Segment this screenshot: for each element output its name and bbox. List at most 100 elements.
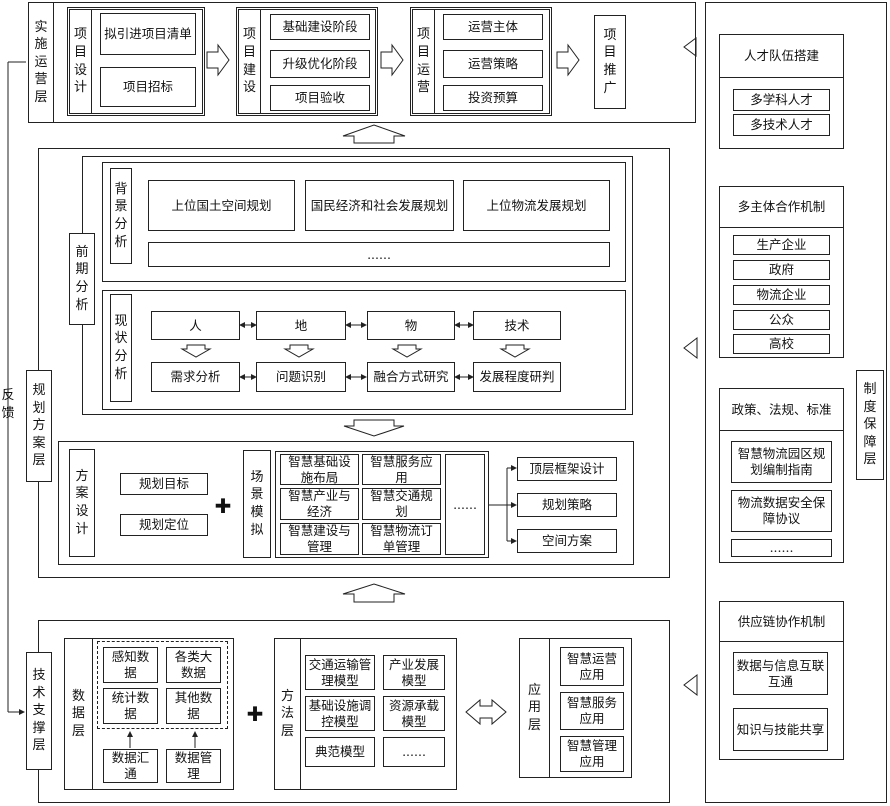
output-spatial: 空间方案 xyxy=(517,529,617,553)
scenario-cell-2: 智慧服务应用 xyxy=(362,454,441,485)
status-down-arrows xyxy=(180,344,531,358)
method-cell-5: 典范模型 xyxy=(305,737,375,767)
application-layer-label: 应用层 xyxy=(520,639,550,777)
project-operate-item-2: 运营策略 xyxy=(443,50,543,78)
status-bottom-1: 需求分析 xyxy=(151,362,240,392)
scheme-design-frame xyxy=(58,441,634,565)
data-statistics: 统计数据 xyxy=(103,688,158,724)
project-operate-group xyxy=(410,7,552,116)
project-design-label: 项目设计 xyxy=(70,10,92,113)
data-up-arrows xyxy=(127,731,198,748)
data-perception: 感知数据 xyxy=(103,647,158,683)
application-management: 智慧管理应用 xyxy=(560,736,624,772)
supply-item-2: 知识与技能共享 xyxy=(733,708,828,751)
scenario-cell-4: 智慧交通规划 xyxy=(362,488,441,520)
project-operate-item-1: 运营主体 xyxy=(443,14,543,40)
project-build-label: 项目建设 xyxy=(239,10,261,113)
project-operate-label: 项目运营 xyxy=(413,10,435,113)
coop-title: 多主体合作机制 xyxy=(720,187,843,228)
status-top-goods: 物 xyxy=(367,311,455,340)
planning-layer-label: 规划方案层 xyxy=(26,370,52,482)
application-service: 智慧服务应用 xyxy=(560,692,624,730)
guarantee-layer-frame xyxy=(705,2,887,803)
guarantee-layer-label: 制度保障层 xyxy=(856,370,884,480)
scenario-cell-6: 智慧物流订单管理 xyxy=(362,523,441,555)
data-layer-label: 数据层 xyxy=(65,639,93,789)
status-top-people: 人 xyxy=(151,311,240,340)
application-operation: 智慧运营应用 xyxy=(560,647,624,686)
data-big-data: 各类大数据 xyxy=(166,647,221,683)
feedback-connector xyxy=(7,61,26,715)
supply-title: 供应链协作机制 xyxy=(720,602,843,642)
data-management: 数据管理 xyxy=(166,749,221,783)
scenario-grid-frame xyxy=(275,451,489,558)
background-item-3: 上位物流发展规划 xyxy=(463,180,610,231)
status-bottom-4: 发展程度研判 xyxy=(473,362,561,392)
feedback-label: 反馈 xyxy=(1,388,15,421)
talent-group xyxy=(719,34,844,149)
tech-plus-icon: ✚ xyxy=(246,701,264,726)
coop-group xyxy=(719,186,844,358)
method-cell-6: ...... xyxy=(383,737,445,767)
guarantee-left-arrows xyxy=(683,37,698,697)
flow-arrows-operation xyxy=(206,43,580,77)
method-cell-4: 资源承载模型 xyxy=(383,696,445,731)
data-other: 其他数据 xyxy=(166,688,221,724)
scenario-cell-3: 智慧产业与经济 xyxy=(280,488,359,520)
data-integration: 数据汇通 xyxy=(103,749,158,783)
down-arrow-planning xyxy=(343,419,405,437)
tech-layer-label: 技术支撑层 xyxy=(26,652,52,770)
project-design-item-1: 拟引进项目清单 xyxy=(100,13,196,55)
method-layer-frame xyxy=(274,638,457,790)
scenario-label: 场景模拟 xyxy=(243,450,271,558)
policy-item-2: 物流数据安全保障协议 xyxy=(731,490,832,532)
status-analysis-label: 现状分析 xyxy=(110,294,132,402)
background-more: ...... xyxy=(148,242,610,267)
policy-group xyxy=(719,388,844,563)
planning-layer-frame xyxy=(38,148,670,578)
project-operate-item-3: 投资预算 xyxy=(443,85,543,111)
background-analysis-label: 背景分析 xyxy=(110,168,132,264)
coop-item-2: 政府 xyxy=(733,260,830,280)
policy-item-1: 智慧物流园区规划编制指南 xyxy=(731,441,832,483)
layer-up-arrows xyxy=(342,124,406,603)
project-promote-box: 项目推广 xyxy=(594,15,626,109)
scenario-cell-5: 智慧建设与管理 xyxy=(280,523,359,555)
application-layer-frame xyxy=(519,638,632,778)
scheme-plus-icon: ✚ xyxy=(214,493,232,518)
scheme-position: 规划定位 xyxy=(120,514,208,536)
scheme-design-label: 方案设计 xyxy=(69,449,95,557)
data-dashed-group xyxy=(97,641,228,729)
status-top-land: 地 xyxy=(256,311,346,340)
project-build-item-3: 项目验收 xyxy=(270,85,370,111)
background-analysis-frame xyxy=(102,162,626,282)
supply-item-1: 数据与信息互联互通 xyxy=(733,652,828,695)
status-double-arrows xyxy=(239,322,474,380)
scheme-goal: 规划目标 xyxy=(120,473,208,495)
scenario-cell-1: 智慧基础设施布局 xyxy=(280,454,359,485)
talent-item-1: 多学科人才 xyxy=(733,89,830,111)
method-cell-3: 基础设施调控模型 xyxy=(305,696,375,731)
scenario-more: ...... xyxy=(445,454,485,555)
status-bottom-2: 问题识别 xyxy=(256,362,346,392)
talent-title: 人才队伍搭建 xyxy=(720,35,843,78)
pre-analysis-label: 前期分析 xyxy=(69,233,95,325)
scheme-output-connectors xyxy=(489,465,517,544)
coop-item-5: 高校 xyxy=(733,334,830,354)
method-cell-2: 产业发展模型 xyxy=(383,655,445,690)
status-analysis-frame xyxy=(102,290,626,410)
method-application-double-arrow xyxy=(465,698,507,726)
policy-more: ...... xyxy=(731,539,832,557)
status-top-tech: 技术 xyxy=(473,311,561,340)
method-layer-label: 方法层 xyxy=(275,639,301,789)
supply-group xyxy=(719,601,844,760)
background-item-1: 上位国土空间规划 xyxy=(148,180,295,231)
coop-item-4: 公众 xyxy=(733,310,830,330)
output-strategy: 规划策略 xyxy=(517,493,617,517)
project-design-item-2: 项目招标 xyxy=(100,67,196,107)
background-item-2: 国民经济和社会发展规划 xyxy=(305,180,454,231)
project-build-group xyxy=(236,7,378,116)
coop-item-1: 生产企业 xyxy=(733,235,830,255)
project-build-item-2: 升级优化阶段 xyxy=(270,50,370,78)
